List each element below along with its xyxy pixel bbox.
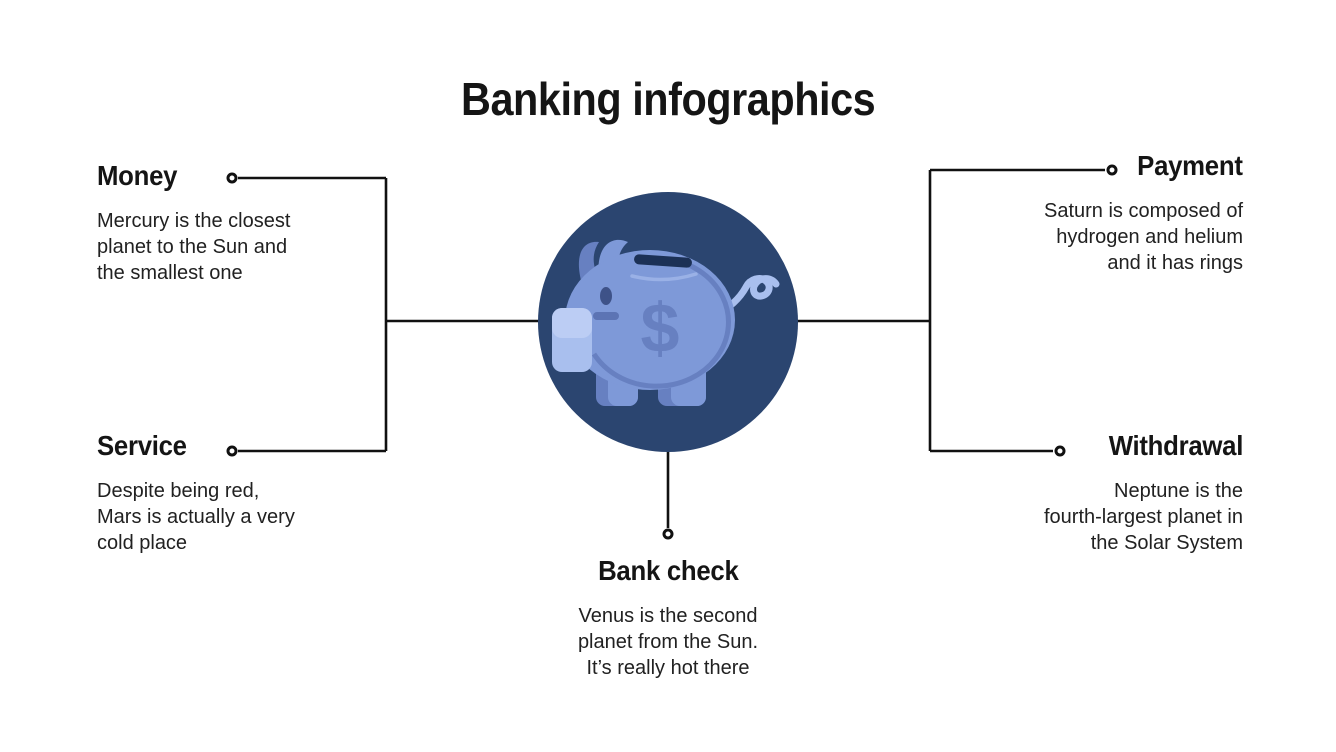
coin-slot-highlight xyxy=(630,272,698,282)
withdrawal-title: Withdrawal xyxy=(993,430,1244,462)
connector-dot-payment xyxy=(1106,164,1118,176)
payment-title-text: Payment xyxy=(1137,150,1244,181)
section-service: Service Despite being red, Mars is actua… xyxy=(97,430,347,556)
pig-tail xyxy=(710,275,780,320)
page-title: Banking infographics xyxy=(0,72,1336,126)
page-title-text: Banking infographics xyxy=(460,73,876,125)
connector-right-bracket xyxy=(780,168,1105,453)
payment-title: Payment xyxy=(993,150,1244,182)
connector-dot-service xyxy=(226,445,238,457)
service-title-text: Service xyxy=(97,430,187,461)
money-description: Mercury is the closest planet to the Sun… xyxy=(97,210,291,284)
section-withdrawal: Withdrawal Neptune is the fourth-largest… xyxy=(993,430,1243,556)
connector-dot-money xyxy=(226,172,238,184)
pig-mouth xyxy=(593,312,619,320)
service-description: Despite being red, Mars is actually a ve… xyxy=(97,480,295,554)
pig-snout xyxy=(552,308,592,372)
payment-description: Saturn is composed of hydrogen and heliu… xyxy=(1044,200,1243,274)
connector-dot-bank-check xyxy=(662,528,674,540)
bank-check-title-text: Bank check xyxy=(597,555,739,586)
pig-eye xyxy=(600,287,612,305)
connector-dot-withdrawal xyxy=(1054,445,1066,457)
connector-left-bracket xyxy=(238,176,560,453)
withdrawal-description: Neptune is the fourth-largest planet in … xyxy=(1043,480,1243,554)
pig-body-rim xyxy=(591,256,731,389)
coin-slot xyxy=(634,254,692,268)
service-title: Service xyxy=(97,430,347,462)
bank-check-title: Bank check xyxy=(528,555,808,587)
dollar-sign: $ xyxy=(641,289,680,367)
bank-check-description: Venus is the second planet from the Sun.… xyxy=(577,605,759,679)
withdrawal-title-text: Withdrawal xyxy=(1108,430,1244,461)
money-title-text: Money xyxy=(97,160,178,191)
piggy-bank-icon: $ xyxy=(552,239,780,406)
section-bank-check: Bank check Venus is the second planet fr… xyxy=(528,555,808,681)
section-payment: Payment Saturn is composed of hydrogen a… xyxy=(993,150,1243,276)
section-money: Money Mercury is the closest planet to t… xyxy=(97,160,347,286)
pig-body xyxy=(565,250,735,390)
money-title: Money xyxy=(97,160,347,192)
